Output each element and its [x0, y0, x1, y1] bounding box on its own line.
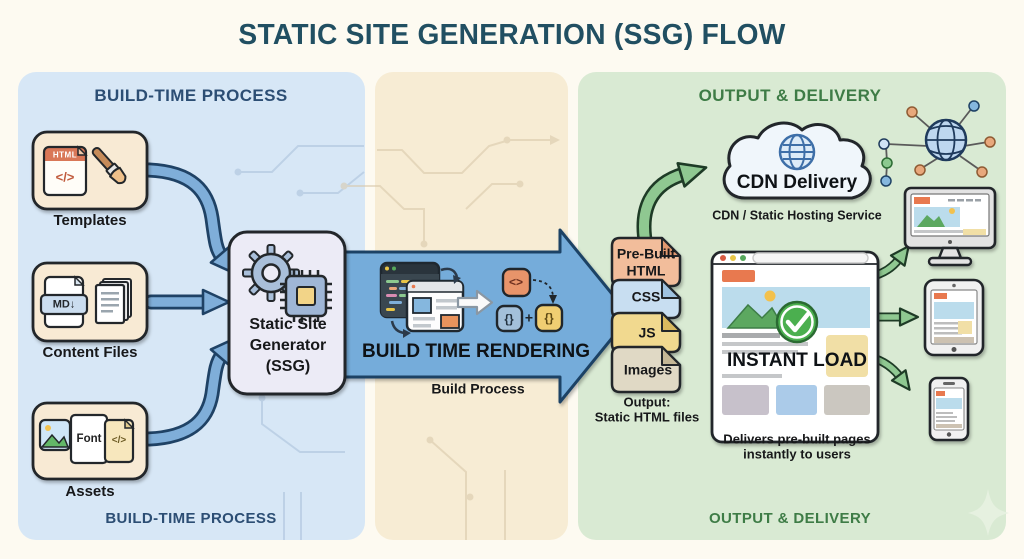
plus-glyph: +	[524, 309, 534, 326]
build-panel-footer: BUILD-TIME PROCESS	[105, 510, 277, 528]
code-file-icon	[103, 418, 135, 464]
braces-blue-glyph: {}	[504, 311, 514, 326]
file-images	[610, 345, 682, 394]
html-file-icon	[42, 145, 88, 197]
assets-label: Assets	[65, 483, 115, 501]
build-panel-header: BUILD-TIME PROCESS	[94, 85, 288, 105]
phone-icon	[928, 376, 970, 442]
browser-window	[710, 250, 880, 444]
document-stack-icon	[94, 278, 132, 325]
file-prebuilt-html	[610, 236, 682, 288]
render-step-arrow-icon	[456, 289, 494, 316]
arrow-templates-to-ssg	[141, 162, 239, 276]
arrow-stack-to-cdn	[636, 162, 708, 254]
network-globe-icon	[878, 100, 996, 187]
file-label-prebuilt-html: Pre-Built HTML	[616, 245, 676, 278]
transform-arrows-icon	[390, 267, 461, 338]
page-title: STATIC SITE GENERATION (SSG) FLOW	[238, 18, 786, 51]
file-label-images: Images	[623, 361, 673, 378]
output-files-caption: Output: Static HTML files	[594, 394, 700, 425]
circuit-lines-decoration	[234, 135, 560, 540]
gear-icon	[242, 244, 300, 302]
html-file-code-glyph: </>	[55, 169, 75, 185]
ssg-box-label: Static Site Generator (SSG)	[249, 315, 327, 375]
sparkle-icon	[968, 489, 1009, 536]
markdown-file-icon	[39, 275, 89, 329]
output-panel-footer: OUTPUT & DELIVERY	[708, 510, 872, 528]
braces-blue-chip-icon	[495, 304, 524, 333]
paintbrush-icon	[91, 146, 127, 185]
html-tag-chip-icon	[501, 267, 557, 304]
braces-yellow-chip-icon	[534, 303, 564, 333]
cdn-delivery-label: CDN Delivery	[736, 171, 858, 193]
content-files-label: Content Files	[42, 344, 138, 362]
desktop-monitor-icon	[903, 186, 997, 267]
rendered-page-icon	[405, 279, 465, 333]
globe-icon	[778, 133, 816, 171]
html-file-badge: HTML	[52, 150, 78, 160]
check-circle-icon	[775, 300, 819, 344]
build-process-caption: Build Process	[431, 380, 525, 397]
tag-chip-glyph: <>	[508, 274, 524, 289]
cdn-caption: CDN / Static Hosting Service	[712, 208, 882, 223]
markdown-file-badge: MD↓	[52, 298, 76, 311]
chip-icon	[280, 270, 332, 322]
image-asset-icon	[38, 418, 72, 452]
file-label-css: CSS	[631, 288, 661, 305]
instant-load-label: INSTANT LOAD	[726, 349, 868, 371]
font-file-label: Font	[76, 433, 102, 446]
braces-yellow-glyph: {}	[544, 310, 554, 325]
tablet-icon	[923, 278, 985, 357]
file-stack	[610, 236, 682, 394]
arrow-assets-to-ssg	[141, 336, 239, 447]
code-file-glyph: </>	[111, 435, 127, 447]
build-rendering-arrow-label: BUILD TIME RENDERING	[362, 340, 590, 362]
file-label-js: JS	[638, 324, 656, 341]
templates-label: Templates	[53, 212, 127, 230]
output-panel-header: OUTPUT & DELIVERY	[698, 85, 882, 105]
browser-caption: Delivers pre-built pages instantly to us…	[723, 431, 871, 462]
